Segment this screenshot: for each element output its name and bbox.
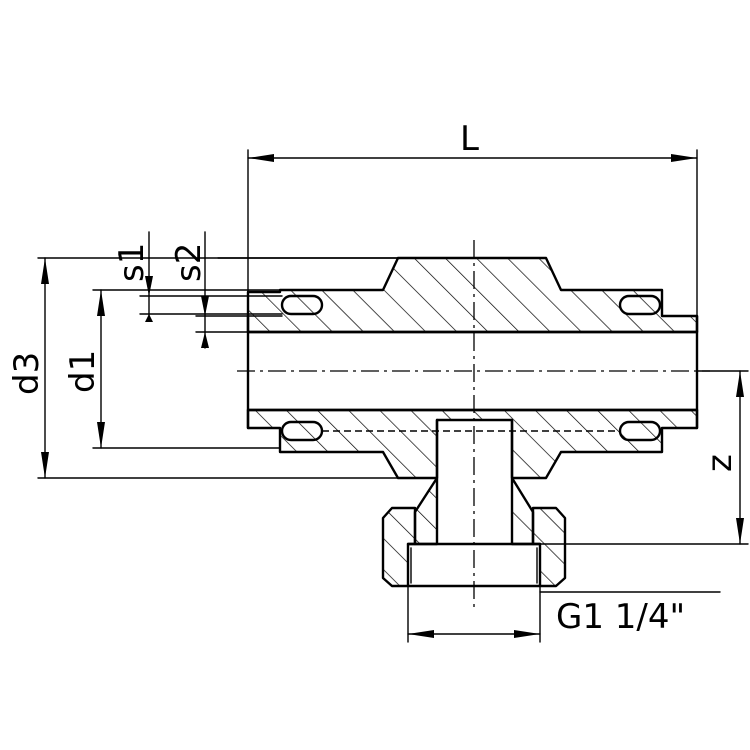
label-L: L bbox=[460, 119, 479, 159]
dim-L-arrow-left bbox=[248, 154, 274, 162]
dim-d1-arrow-bottom bbox=[97, 422, 105, 448]
nut-left-section bbox=[381, 506, 417, 588]
dim-d1-arrow-top bbox=[97, 290, 105, 316]
dim-s2-arrow-top bbox=[201, 296, 209, 316]
dim-s1-arrow-bottom bbox=[145, 314, 153, 322]
label-d3: d3 bbox=[7, 352, 47, 395]
upper-right-slot bbox=[618, 294, 662, 316]
dim-L-arrow-right bbox=[671, 154, 697, 162]
dim-s2-arrow-bottom bbox=[201, 332, 209, 348]
label-d1: d1 bbox=[63, 350, 103, 393]
dim-z-arrow-bottom bbox=[736, 518, 744, 544]
lower-wall-section bbox=[246, 408, 699, 480]
label-z: z bbox=[700, 454, 740, 472]
label-s1: s1 bbox=[112, 243, 152, 282]
dim-thread-arrow-left bbox=[408, 630, 434, 638]
label-thread: G1 1/4" bbox=[556, 597, 685, 637]
dim-z-arrow-top bbox=[736, 371, 744, 397]
dim-d3-arrow-top bbox=[41, 258, 49, 284]
nut-right-section bbox=[531, 506, 567, 588]
dim-s1-arrow-top bbox=[145, 276, 153, 296]
label-s2: s2 bbox=[169, 243, 209, 282]
upper-left-slot bbox=[280, 294, 324, 316]
dim-d3-arrow-bottom bbox=[41, 452, 49, 478]
dim-thread-arrow-right bbox=[514, 630, 540, 638]
